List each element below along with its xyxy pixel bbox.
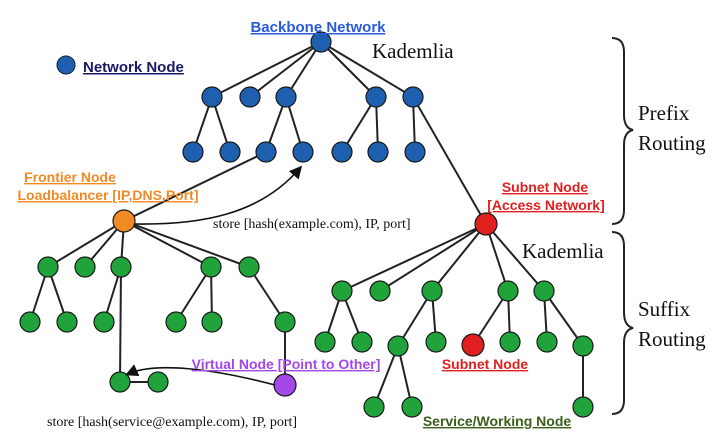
tree-edge [248, 266, 286, 323]
backbone-node [219, 141, 241, 163]
store-arrow-top [134, 165, 303, 225]
store-bottom-label: store [hash(service@example.com), IP, po… [47, 415, 297, 430]
tree-edge [211, 41, 322, 98]
service-node [331, 280, 353, 302]
service-node [74, 256, 96, 278]
tree-edge [123, 151, 267, 222]
tree-edge [320, 41, 377, 98]
tree-edge [175, 266, 212, 323]
service-node [147, 371, 169, 393]
virtual-node [273, 373, 297, 397]
service-node [497, 280, 519, 302]
service-node [201, 311, 223, 333]
frontier-node-label: Frontier Node [24, 169, 116, 185]
tree-edge [119, 266, 122, 383]
tree-edge [543, 290, 584, 347]
tree-edge [47, 220, 125, 268]
tree-edge [123, 220, 250, 268]
kademlia-top-label: Kademlia [372, 39, 454, 63]
service-node [421, 280, 443, 302]
service-node [314, 331, 336, 353]
service-node [56, 311, 78, 333]
tree-edge [485, 223, 545, 292]
store-arrow-bottom [125, 364, 276, 386]
virtual-node-label: Virtual Node [Point to Other] [192, 356, 381, 372]
service-node [37, 256, 59, 278]
backbone-node [275, 86, 297, 108]
service-node [110, 256, 132, 278]
service-node [425, 331, 447, 353]
loadbalancer-label: Loadbalancer [IP,DNS,Port] [17, 187, 198, 203]
backbone-node [365, 86, 387, 108]
tree-edge [397, 290, 433, 347]
store-top-label: store [hash(example.com), IP, port] [213, 217, 411, 232]
service-node [200, 256, 222, 278]
suffix-routing-label-1: Suffix [638, 297, 691, 321]
service-working-node-label: Service/Working Node [423, 413, 572, 429]
service-node [369, 280, 391, 302]
backbone-node [182, 141, 204, 163]
tree-edge [373, 345, 399, 408]
service-node [401, 396, 423, 418]
service-node [238, 256, 260, 278]
kademlia-bottom-label: Kademlia [522, 239, 604, 263]
backbone-node [292, 141, 314, 163]
prefix-routing-label-2: Routing [638, 131, 706, 155]
subnet-node-label: Subnet Node [502, 179, 589, 195]
tree-edge [341, 96, 377, 153]
service-node [499, 331, 521, 353]
tree-edge [320, 41, 414, 98]
backbone-node [201, 86, 223, 108]
subnet-node [474, 212, 498, 236]
tree-edge [485, 223, 509, 292]
service-node [572, 335, 594, 357]
service-node [351, 331, 373, 353]
subnet-node-small [461, 333, 485, 357]
tree-nodes [19, 31, 594, 418]
tree-edge [379, 223, 487, 292]
service-node [109, 371, 131, 393]
tree-edge [249, 41, 322, 98]
backbone-network-label: Backbone Network [250, 19, 386, 36]
backbone-node [402, 86, 424, 108]
service-node [93, 311, 115, 333]
prefix-routing-label-1: Prefix [638, 101, 690, 125]
service-node [536, 331, 558, 353]
service-node [387, 335, 409, 357]
tree-edge [412, 96, 487, 225]
subnet-node-small-label: Subnet Node [442, 356, 529, 372]
prefix-brace [611, 37, 634, 225]
backbone-node [310, 31, 332, 53]
tree-edge [285, 41, 322, 98]
tree-edge [123, 220, 212, 268]
backbone-node [404, 141, 426, 163]
suffix-routing-label-2: Routing [638, 327, 706, 351]
backbone-node [239, 86, 261, 108]
network-node-label: Network Node [83, 59, 184, 76]
service-node [274, 311, 296, 333]
backbone-node [367, 141, 389, 163]
service-node [533, 280, 555, 302]
backbone-node [331, 141, 353, 163]
service-node [165, 311, 187, 333]
backbone-node [255, 141, 277, 163]
tree-edge [431, 223, 487, 292]
service-node [19, 311, 41, 333]
service-node [363, 396, 385, 418]
legend-network-node-icon [56, 55, 76, 75]
service-node [572, 396, 594, 418]
suffix-brace [611, 231, 634, 415]
frontier-node [112, 209, 136, 233]
tree-edge [341, 223, 487, 292]
access-network-label: [Access Network] [487, 197, 605, 213]
